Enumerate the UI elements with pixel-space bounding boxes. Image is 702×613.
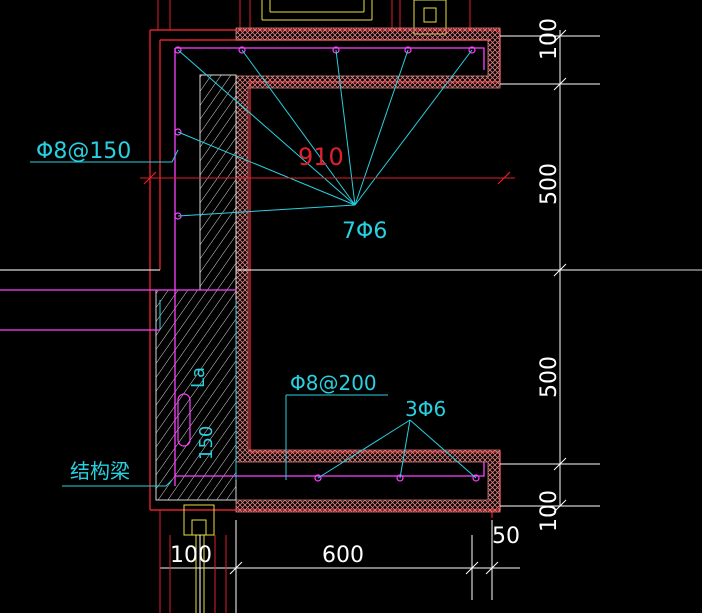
label-structural-beam: 结构梁	[70, 459, 130, 483]
dimension-bottom-50: 50	[492, 524, 520, 549]
structural-beam-lines	[0, 269, 702, 290]
rebar-cage	[0, 47, 485, 486]
dimension-910	[140, 171, 515, 185]
label-hook-length: La	[188, 367, 209, 388]
dimension-right-upper-500: 500	[537, 163, 562, 205]
bottom-rebar-dots	[314, 474, 480, 482]
top-bar-leaders	[177, 49, 473, 217]
label-top-bar-group: 7Φ6	[342, 219, 387, 244]
dimension-right-bottom-100: 100	[537, 490, 562, 532]
lower-column	[159, 504, 227, 613]
dimension-bottom-600: 600	[322, 543, 364, 568]
label-hook-150: 150	[196, 426, 217, 460]
label-top-rebar-spacing: Φ8@150	[36, 139, 131, 164]
structural-column-hatch	[155, 74, 237, 501]
bottom-bar-leaders	[317, 419, 477, 479]
dimension-right-lower-500: 500	[537, 356, 562, 398]
spacing-leaders	[30, 149, 388, 487]
label-dimension-910: 910	[298, 143, 344, 171]
label-bottom-bar-group: 3Φ6	[405, 397, 446, 421]
right-dimension-chain	[236, 29, 600, 513]
bottom-dimension-chain	[160, 520, 520, 613]
dimension-bottom-100: 100	[170, 543, 212, 568]
labels: Φ8@150 910 7Φ6 Φ8@200 3Φ6 结构梁 La 150 100…	[36, 18, 562, 568]
dimension-right-top-100: 100	[537, 18, 562, 60]
label-bottom-rebar-spacing: Φ8@200	[290, 371, 377, 395]
